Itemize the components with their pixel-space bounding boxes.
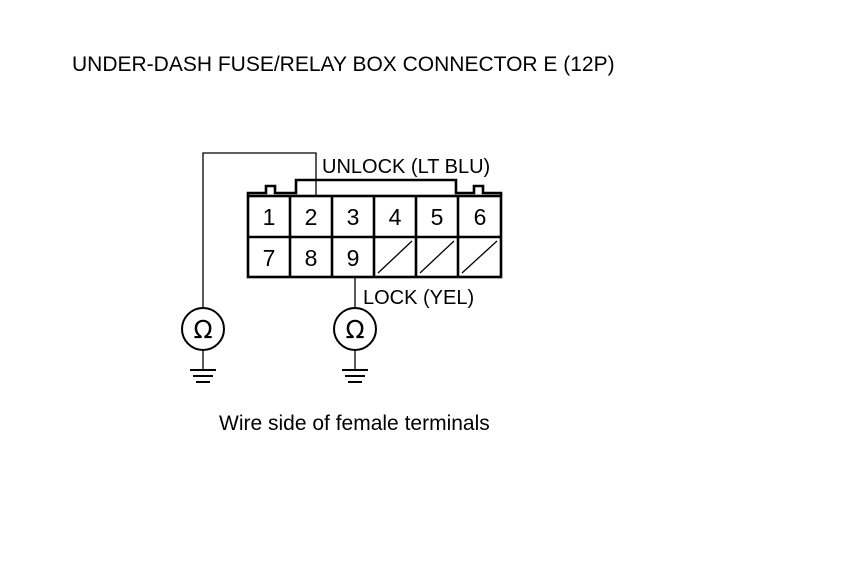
unused-cavities — [377, 240, 498, 274]
diagram-caption: Wire side of female terminals — [219, 412, 490, 435]
connector-latch-outline — [246, 178, 503, 196]
diagram-title: UNDER-DASH FUSE/RELAY BOX CONNECTOR E (1… — [72, 53, 615, 76]
pin-6-label: 6 — [474, 204, 487, 230]
pin-4-label: 4 — [389, 204, 402, 230]
ohm-icon: Ω — [345, 315, 364, 344]
pin-1-label: 1 — [263, 204, 276, 230]
pin-9-label: 9 — [347, 245, 360, 271]
pin-numbers-row2: 7 8 9 — [263, 245, 360, 271]
pin-7-label: 7 — [263, 245, 276, 271]
ground-icon — [342, 350, 368, 383]
pin-numbers-row1: 1 2 3 4 5 6 — [263, 204, 487, 230]
unlock-probe-wire — [202, 152, 317, 308]
ohmmeter-left: Ω — [181, 307, 225, 351]
pin-8-label: 8 — [305, 245, 318, 271]
lock-wire-label: LOCK (YEL) — [363, 287, 474, 309]
connector-cell-dividers — [288, 196, 460, 277]
unlock-wire-label: UNLOCK (LT BLU) — [322, 156, 490, 178]
pin-2-label: 2 — [305, 204, 318, 230]
pin-3-label: 3 — [347, 204, 360, 230]
ohmmeter-right: Ω — [333, 307, 377, 351]
pin-5-label: 5 — [431, 204, 444, 230]
ohm-icon: Ω — [193, 315, 212, 344]
ground-icon — [190, 350, 216, 383]
